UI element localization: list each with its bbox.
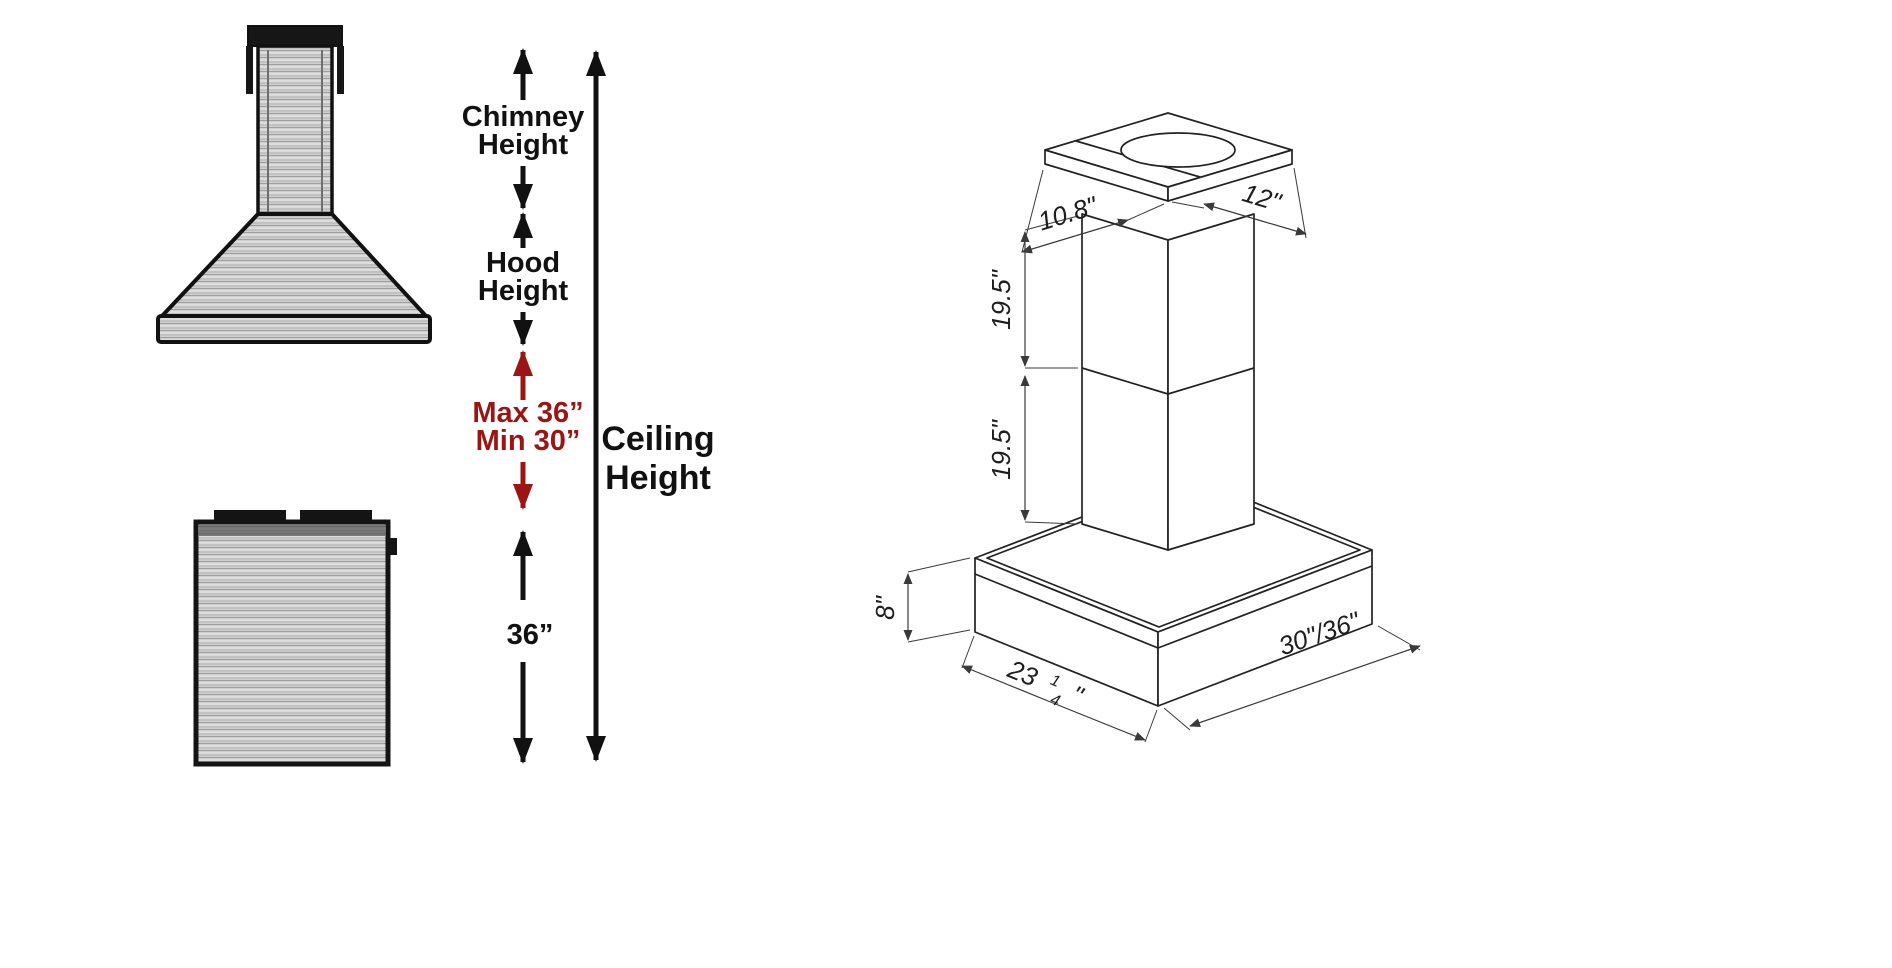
hood-canopy (157, 212, 431, 318)
hood-lip (156, 314, 432, 344)
mount-max-label: Max 36” (472, 397, 583, 429)
hood-bracket-rail-left (246, 46, 253, 94)
mount-min-label: Min 30” (476, 425, 581, 457)
dim-line (1074, 218, 1129, 237)
range-illustration (193, 510, 397, 767)
chimney-height-label-line2: Height (478, 129, 569, 161)
ext-line (1127, 203, 1165, 221)
hood-depth-unit: " (1067, 679, 1088, 711)
ext-line (1144, 709, 1158, 743)
dim-upper-duct (1020, 215, 1079, 369)
range-handle (386, 538, 397, 555)
chimney-height-label-line1: Chimney (462, 101, 584, 133)
column-section-seam (1081, 367, 1255, 395)
ext-line (1163, 707, 1191, 731)
hood-right-face (1157, 549, 1373, 707)
hood-ceiling-bracket (247, 25, 343, 47)
iso-dimensions (903, 167, 1421, 743)
chimney-width-label: 12" (1239, 177, 1286, 217)
dim-lower-duct (1020, 375, 1079, 525)
island-hood-isometric (974, 112, 1373, 707)
range-body (193, 519, 391, 767)
ext-line (1024, 215, 1079, 231)
hood-rim-line-left (974, 573, 1159, 649)
range-control-strip (199, 525, 385, 536)
ext-line (907, 629, 971, 643)
plate-right-edge (1167, 149, 1293, 202)
ceiling-plate (1044, 112, 1293, 202)
dim-line (1189, 685, 1306, 727)
hood-depth-numerator: 1 (1048, 672, 1063, 691)
dim-line (1304, 645, 1421, 687)
duct-hole (1120, 132, 1236, 168)
island-hood-body (974, 475, 1373, 707)
ext-line (1377, 625, 1421, 651)
hood-height-label-line2: Height (478, 275, 569, 307)
hood-depth-denominator: 4 (1048, 691, 1063, 710)
column-left-face (1081, 213, 1169, 551)
hood-chimney (256, 44, 334, 216)
wall-hood-illustration (156, 25, 432, 344)
dim-line (1254, 218, 1307, 236)
dim-line (1021, 235, 1076, 254)
dim-line (1203, 202, 1256, 220)
hood-height-label-line1: Hood (486, 247, 560, 279)
dim-hood-width (1163, 625, 1421, 731)
ceiling-height-label-line2: Height (605, 459, 711, 497)
ext-line (1171, 201, 1205, 209)
upper-duct-label: 19.5" (986, 268, 1016, 330)
ext-line (961, 635, 975, 669)
hood-rim-line-right (1157, 565, 1373, 649)
ext-line (1293, 167, 1307, 239)
ceiling-height-label-line1: Ceiling (601, 420, 714, 458)
dim-hood-depth (961, 635, 1158, 743)
ext-line (907, 557, 971, 573)
hood-depth-whole: 23 (1003, 653, 1042, 692)
stove-clearance-label: 36” (507, 619, 554, 651)
column-right-face (1167, 213, 1255, 551)
island-chimney-column (1081, 213, 1255, 551)
ext-line (1024, 521, 1079, 525)
dim-hood-height (903, 557, 971, 643)
lower-duct-label: 19.5" (986, 418, 1016, 480)
hood-bracket-rail-right (337, 46, 344, 94)
dim-chimney-width (1171, 167, 1307, 239)
dim-line (961, 665, 1054, 704)
hood-height-label: 8" (870, 594, 900, 619)
dim-line (1052, 702, 1146, 741)
